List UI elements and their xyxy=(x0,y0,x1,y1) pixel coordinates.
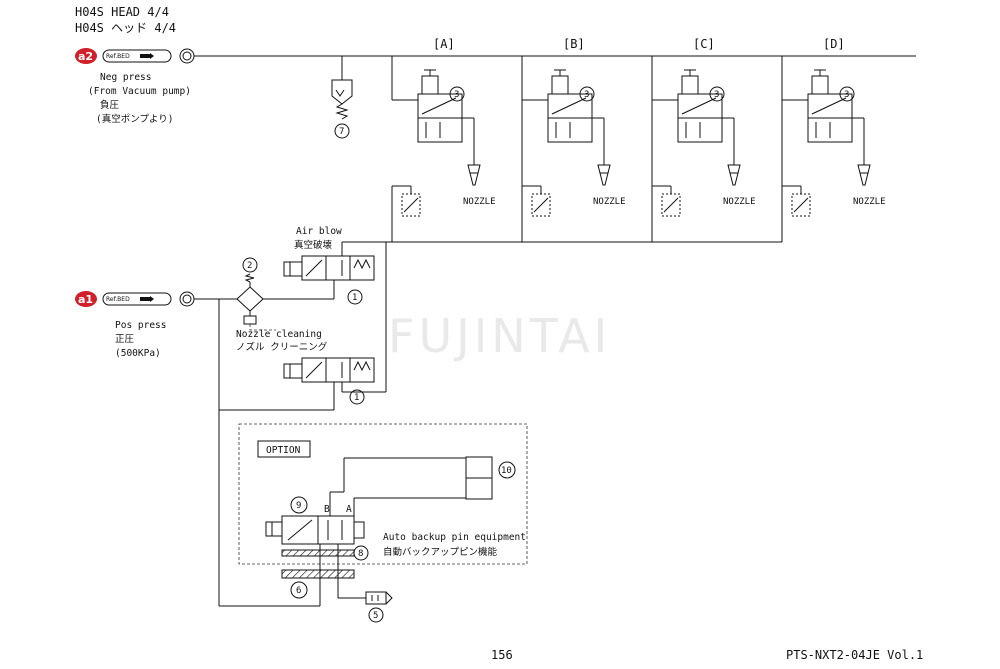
airblow-label-jp: 真空破壊 xyxy=(294,239,333,251)
a1-label-en: Pos press xyxy=(115,320,166,331)
head-c-label: [C] xyxy=(693,37,715,51)
manifold-8 xyxy=(281,549,355,557)
filter-7: 7 xyxy=(331,56,353,139)
filter-number: 7 xyxy=(339,127,344,137)
backup-label-jp: 自動バックアップピン機能 xyxy=(383,546,498,558)
watermark: FUJINTAI xyxy=(388,309,611,363)
cylinder-10: 10 xyxy=(343,456,516,516)
a1-ref-text: Ref.BED xyxy=(106,296,130,303)
option-box xyxy=(238,423,528,565)
a2-label-jp-2: (真空ポンプより) xyxy=(96,113,173,125)
a2-label-en-1: Neg press xyxy=(100,72,151,83)
option-label: OPTION xyxy=(266,445,301,456)
airblow-label-en: Air blow xyxy=(296,226,342,237)
head-a-actuator xyxy=(421,75,439,95)
manifold-number: 8 xyxy=(358,549,363,559)
head-d: [D] 3 NOZZLE xyxy=(781,37,886,242)
hand-pointer-icon xyxy=(140,296,154,302)
head-c-valve-number: 3 xyxy=(714,90,719,100)
port-b-label: B xyxy=(324,504,330,515)
silencer-number: 5 xyxy=(373,611,378,621)
a2-label-jp-1: 負圧 xyxy=(100,99,120,111)
head-d-nozzle-label: NOZZLE xyxy=(853,197,886,207)
head-a: [A] 3 NOZZLE xyxy=(391,37,496,242)
head-b-label: [B] xyxy=(563,37,585,51)
a1-ref-tag xyxy=(102,292,172,306)
airblow-valve-number: 1 xyxy=(352,293,357,303)
head-a-nozzle-label: NOZZLE xyxy=(463,197,496,207)
option-valve-number: 9 xyxy=(296,501,301,511)
head-b: [B] 3 NOZZLE xyxy=(521,37,626,242)
a2-badge xyxy=(75,48,97,64)
a1-label-kpa: (500KPa) xyxy=(115,348,161,359)
nozzle-clean-valve-number: 1 xyxy=(354,393,359,403)
regulator-2: 2 xyxy=(236,257,278,331)
option-label-box xyxy=(257,440,311,458)
option-valve-9: 9 B A xyxy=(265,491,365,545)
backup-label-en: Auto backup pin equipment xyxy=(383,532,526,543)
head-c-nozzle-label: NOZZLE xyxy=(723,197,756,207)
a2-badge-text: a2 xyxy=(78,50,93,63)
base-number: 6 xyxy=(296,586,301,596)
doc-code: PTS-NXT2-04JE Vol.1 xyxy=(786,648,923,662)
regulator-number: 2 xyxy=(247,261,252,271)
head-b-nozzle-label: NOZZLE xyxy=(593,197,626,207)
head-d-label: [D] xyxy=(823,37,845,51)
cylinder-number: 10 xyxy=(501,466,512,476)
nozzle-clean-valve-1: 1 xyxy=(283,357,387,410)
a1-connector xyxy=(179,291,195,307)
title-jp: H04S ヘッド 4/4 xyxy=(75,21,176,35)
a1-badge-text: a1 xyxy=(78,293,93,306)
nozzle-clean-label-en: Nozzle cleaning xyxy=(236,329,322,340)
silencer-5: 5 xyxy=(365,591,393,623)
a2-connector xyxy=(179,48,195,64)
source-a2: a2 Ref.BED xyxy=(75,48,195,64)
title-en: H04S HEAD 4/4 xyxy=(75,5,169,19)
port-a-label: A xyxy=(346,504,352,515)
a1-badge xyxy=(75,291,97,307)
source-a1: a1 Ref.BED xyxy=(75,291,195,307)
hand-pointer-icon xyxy=(140,53,154,59)
page-number: 156 xyxy=(491,648,513,662)
a2-label-en-2: (From Vacuum pump) xyxy=(88,86,191,97)
head-b-valve-number: 3 xyxy=(584,90,589,100)
base-6 xyxy=(281,569,355,579)
airblow-valve-1: 1 xyxy=(278,241,386,305)
nozzle-clean-label-jp: ノズル クリーニング xyxy=(236,341,328,353)
a2-ref-text: Ref.BED xyxy=(106,53,130,60)
head-c: [C] 3 NOZZLE xyxy=(651,37,756,242)
head-a-label: [A] xyxy=(433,37,455,51)
a2-ref-tag xyxy=(102,49,172,63)
head-d-valve-number: 3 xyxy=(844,90,849,100)
head-a-valve-number: 3 xyxy=(454,90,459,100)
a1-label-jp: 正圧 xyxy=(115,334,135,345)
